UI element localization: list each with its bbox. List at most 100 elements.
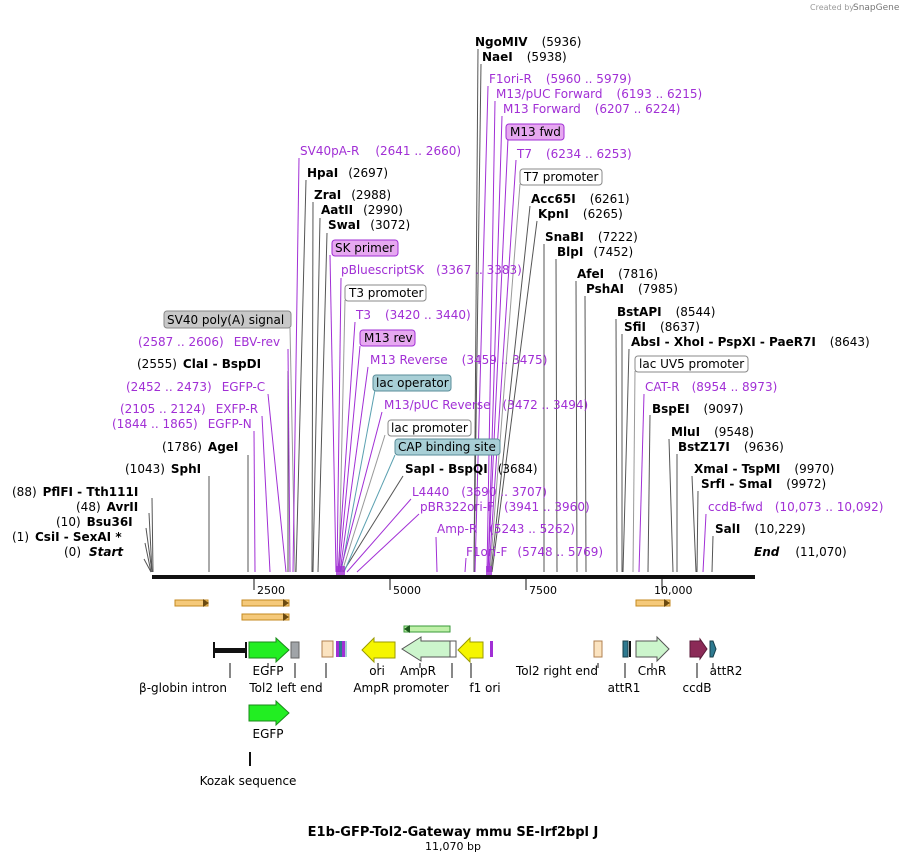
svg-text:End(11,070): End(11,070) bbox=[754, 545, 847, 559]
svg-text:(2555)ClaI - BspDI: (2555) ClaI - BspDI bbox=[137, 357, 261, 371]
primer-pos: (2641 .. 2660) bbox=[375, 144, 461, 158]
start-pos: (0) bbox=[64, 545, 81, 559]
svg-text:PshAI(7985): PshAI (7985) bbox=[586, 282, 678, 296]
primer-label: EGFP-C bbox=[222, 380, 265, 394]
primer-pos: (10,073 .. 10,092) bbox=[775, 500, 884, 514]
site-label: MluI bbox=[671, 425, 700, 439]
site-label: SnaBI bbox=[545, 230, 584, 244]
primer-label: M13 Reverse bbox=[370, 353, 448, 367]
svg-text:BlpI(7452): BlpI(7452) bbox=[557, 245, 633, 259]
svg-text:KpnI(6265): KpnI(6265) bbox=[538, 207, 623, 221]
site-pos: (8544) bbox=[676, 305, 716, 319]
feature-label-ampr: AmpR bbox=[400, 664, 436, 678]
lac-uv5-promoter-label: lac UV5 promoter bbox=[639, 357, 744, 371]
cap-binding-site-box bbox=[394, 438, 501, 456]
site-pos: (10,229) bbox=[754, 522, 805, 536]
m13-rev-label: M13 rev bbox=[364, 331, 413, 345]
primer-pos: (6193 .. 6215) bbox=[617, 87, 703, 101]
svg-text:CAT-R(8954 .. 8973): CAT-R(8954 .. 8973) bbox=[645, 380, 777, 394]
sk-primer-box bbox=[331, 239, 399, 257]
primer-label: pBluescriptSK bbox=[341, 263, 425, 277]
svg-text:XmaI - TspMI(9970): XmaI - TspMI (9970) bbox=[694, 462, 834, 476]
site-label: BlpI bbox=[557, 245, 583, 259]
site-pos: (5936) bbox=[542, 35, 582, 49]
primer-label: EBV-rev bbox=[234, 335, 280, 349]
primer-pos: (3941 .. 3960) bbox=[504, 500, 590, 514]
svg-text:(2105 .. 2124)EXFP-R: (2105 .. 2124)EXFP-R bbox=[120, 402, 258, 416]
site-label: SrfI - SmaI bbox=[701, 477, 772, 491]
kozak-marker bbox=[249, 752, 251, 766]
feature-label-cmr: CmR bbox=[638, 664, 666, 678]
feature-label-egfp: EGFP bbox=[252, 664, 283, 678]
site-label: AbsI - XhoI - PspXI - PaeR7I bbox=[631, 335, 816, 349]
orf-arrows bbox=[174, 599, 671, 633]
svg-text:SrfI - SmaI(9972): SrfI - SmaI(9972) bbox=[701, 477, 826, 491]
backbone-markers bbox=[336, 566, 492, 575]
primer-label: SV40pA-R bbox=[300, 144, 359, 158]
site-pos: (6261) bbox=[590, 192, 630, 206]
tick-label-2500: 2500 bbox=[257, 584, 285, 597]
svg-text:AfeI(7816): AfeI(7816) bbox=[577, 267, 658, 281]
primer-label: M13/pUC Forward bbox=[496, 87, 603, 101]
svg-text:BstAPI(8544): BstAPI(8544) bbox=[617, 305, 715, 319]
site-label: BspEI bbox=[652, 402, 690, 416]
site-pos: (2988) bbox=[351, 188, 391, 202]
enzyme-connectors bbox=[143, 48, 714, 573]
svg-text:(0)Start: (0)Start bbox=[64, 545, 124, 559]
site-label: AgeI bbox=[208, 440, 238, 454]
feature-label-ampr-promoter: AmpR promoter bbox=[353, 681, 448, 695]
primer-pos: (2452 .. 2473) bbox=[126, 380, 212, 394]
site-pos: (9970) bbox=[794, 462, 834, 476]
sequence-backbone bbox=[152, 575, 755, 579]
map-title: E1b-GFP-Tol2-Gateway mmu SE-Irf2bpl J bbox=[308, 825, 599, 840]
axis-ticks bbox=[253, 579, 663, 590]
site-pos: (5938) bbox=[527, 50, 567, 64]
svg-text:(1786)AgeI: (1786)AgeI bbox=[162, 440, 238, 454]
site-pos: (9636) bbox=[744, 440, 784, 454]
lac-operator-label: lac operator bbox=[376, 376, 449, 390]
credit-text: Created by bbox=[810, 3, 854, 12]
svg-text:M13 Forward(6207 .. 6224): M13 Forward(6207 .. 6224) bbox=[503, 102, 680, 116]
svg-text:(1043)SphI: (1043)SphI bbox=[125, 462, 201, 476]
site-label: PshAI bbox=[586, 282, 624, 296]
t7-promoter-box bbox=[519, 168, 603, 186]
site-label: PflFI - Tth111I bbox=[43, 485, 139, 499]
site-pos: (1) bbox=[12, 530, 29, 544]
svg-text:MluI(9548): MluI(9548) bbox=[671, 425, 754, 439]
svg-text:F1ori-R(5960 .. 5979): F1ori-R(5960 .. 5979) bbox=[489, 72, 632, 86]
primer-pos: (3420 .. 3440) bbox=[385, 308, 471, 322]
site-pos: (3684) bbox=[498, 462, 538, 476]
t7-promoter-label: T7 promoter bbox=[523, 170, 599, 184]
primer-label: EXFP-R bbox=[216, 402, 258, 416]
snapgene-logo: SnapGene bbox=[853, 3, 900, 13]
svg-text:NgoMIV(5936): NgoMIV(5936) bbox=[475, 35, 581, 49]
site-label: SwaI bbox=[328, 218, 360, 232]
site-pos: (7985) bbox=[638, 282, 678, 296]
svg-text:AbsI - XhoI - PspXI - Pa: AbsI - XhoI - PspXI - PaeR7I(8643) bbox=[631, 335, 870, 349]
lac-promoter-box bbox=[387, 419, 472, 437]
site-pos: (1043) bbox=[125, 462, 165, 476]
center-sites: SV40pA-R(2641 .. 2660) HpaI(2697) ZraI(2… bbox=[300, 144, 603, 559]
primer-label: F1ori-R bbox=[489, 72, 532, 86]
primer-pos: (3690 .. 3707) bbox=[461, 485, 547, 499]
site-label: ClaI - BspDI bbox=[183, 357, 261, 371]
svg-text:(10)Bsu36I: (10)Bsu36I bbox=[56, 515, 133, 529]
site-pos: (2555) bbox=[137, 357, 177, 371]
svg-text:Acc65I(6261): Acc65I (6261) bbox=[531, 192, 630, 206]
feature-box-connectors bbox=[289, 183, 636, 573]
svg-text:Amp-R(5243 .. 5262): Amp-R(5243 .. 5262) bbox=[437, 522, 575, 536]
svg-text:pBR322ori-F(3941 .. 3960): pBR322ori-F(3941 .. 3960) bbox=[420, 500, 590, 514]
site-label: Acc65I bbox=[531, 192, 576, 206]
lac-operator-box bbox=[372, 374, 452, 392]
primer-label: ccdB-fwd bbox=[708, 500, 763, 514]
feature-label-tol2-right-end: Tol2 right end bbox=[515, 664, 598, 678]
site-label: SfiI bbox=[624, 320, 646, 334]
svg-text:M13/pUC Reverse(3472 .. 3494): M13/pUC Reverse(3472 .. 3494) bbox=[384, 398, 588, 412]
feature-label-ori: ori bbox=[369, 664, 385, 678]
left-sites: (88)PflFI - Tth111I (48)AvrII (10)Bsu36I… bbox=[12, 335, 280, 544]
site-label: XmaI - TspMI bbox=[694, 462, 780, 476]
tick-label-10000: 10,000 bbox=[654, 584, 693, 597]
svg-text:M13 Reverse(3459 .. 3475): M13 Reverse (3459 .. 3475) bbox=[370, 353, 547, 367]
primer-pos: (3459 .. 3475) bbox=[462, 353, 548, 367]
